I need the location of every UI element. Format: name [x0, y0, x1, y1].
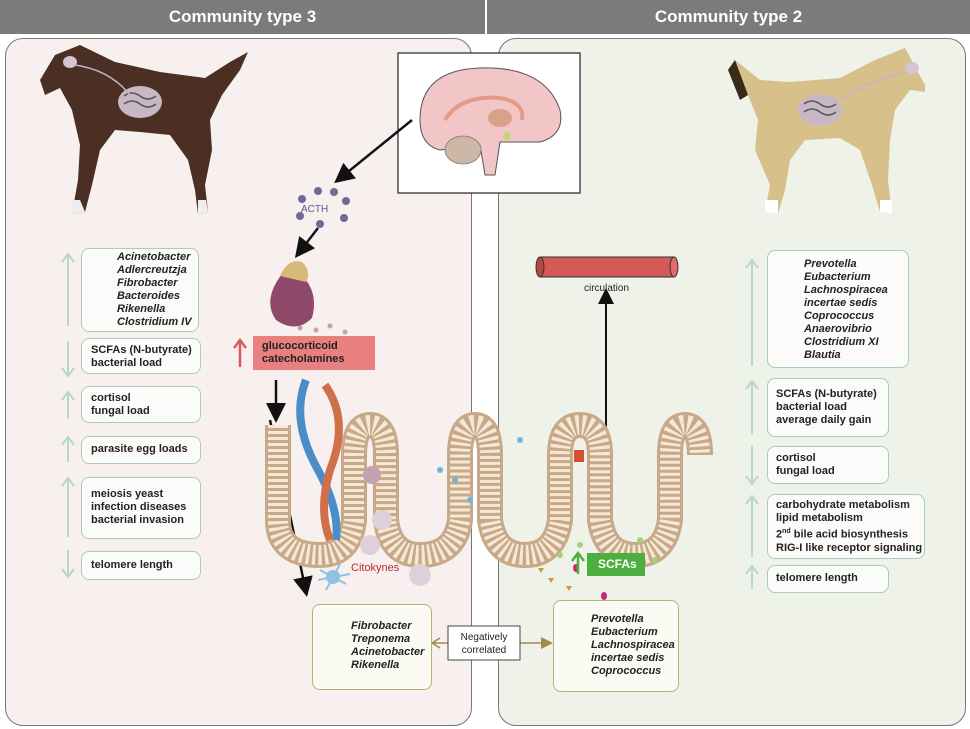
right-telomere-box	[767, 565, 889, 593]
line: fungal load	[91, 405, 150, 417]
acth-label: ACTH	[301, 204, 329, 215]
line: cortisol	[776, 452, 816, 464]
bottom-right-taxa-list: Prevotella Eubacterium Lachnospiracea in…	[591, 613, 675, 678]
left-meiosis-box	[81, 477, 201, 539]
scfa-label: SCFAs	[598, 557, 637, 571]
line: bacterial load	[91, 357, 162, 369]
left-meiosis-text: meiosis yeast infection diseases bacteri…	[91, 488, 186, 527]
line: lipid metabolism	[776, 512, 863, 524]
bile-acid-line: 2nd bile acid biosynthesis	[776, 525, 922, 542]
line: RIG-I like receptor signaling	[776, 541, 923, 554]
taxon: Rikenella	[351, 659, 400, 671]
left-scfa-box	[81, 338, 201, 374]
bottom-right-taxa-box	[553, 600, 679, 692]
acth-molecules	[296, 187, 350, 228]
taxon: Acinetobacter	[351, 646, 425, 658]
adrenal-kidney-illustration	[270, 261, 348, 335]
taxon: Prevotella	[591, 613, 644, 625]
left-taxa-box	[81, 248, 199, 332]
taxon: incertae sedis	[591, 652, 665, 664]
left-cortisol-text: cortisol fungal load	[91, 392, 150, 418]
right-metabolism-box	[767, 494, 925, 559]
line: meiosis yeast	[91, 488, 164, 500]
taxon: Coprococcus	[804, 310, 875, 322]
line: cortisol	[91, 392, 131, 404]
hormone-box	[253, 336, 375, 370]
right-scfa-text: SCFAs (N-butyrate) bacterial load averag…	[776, 388, 877, 427]
negcorr-line-2: correlated	[461, 645, 507, 656]
line: carbohydrate metabolism	[776, 499, 910, 511]
taxon: Lachnospiracea	[591, 639, 675, 651]
taxon: Fibrobacter	[351, 620, 412, 632]
ordinal-number: 2	[776, 528, 783, 541]
negatively-correlated-label: Negatively correlated	[448, 631, 520, 657]
line: bacterial invasion	[91, 514, 184, 526]
hormone-line-1: glucocorticoid	[262, 340, 338, 352]
bile-acid-text: bile acid biosynthesis	[790, 528, 909, 541]
acth-to-adrenal-arrow	[294, 227, 319, 258]
dark-foal-illustration	[40, 45, 248, 214]
left-parasite-box	[81, 436, 201, 464]
immune-cell-illustration	[317, 563, 351, 591]
taxon: incertae sedis	[804, 297, 878, 309]
left-telomere-text: telomere length	[91, 559, 173, 572]
header-community-type-2: Community type 2	[487, 0, 970, 34]
brain-illustration-box	[397, 52, 581, 194]
taxon: Treponema	[351, 633, 411, 645]
header-community-type-3: Community type 3	[0, 0, 485, 34]
citokynes-label: Citokynes	[351, 562, 400, 574]
taxon: Bacteroides	[117, 290, 180, 302]
taxon: Clostridium XI	[804, 336, 879, 348]
taxon: Anaerovibrio	[804, 323, 872, 335]
left-telomere-box	[81, 551, 201, 580]
taxon: Clostridium IV	[117, 316, 192, 328]
circulation-vessel	[535, 256, 679, 278]
bottom-left-taxa-box	[312, 604, 432, 690]
taxon: Coprococcus	[591, 665, 662, 677]
left-parasite-text: parasite egg loads	[91, 443, 188, 456]
taxon: Adlercreutzja	[117, 264, 187, 276]
hormone-label: glucocorticoid catecholamines	[262, 340, 345, 366]
line: parasite egg loads	[91, 443, 188, 455]
taxon: Eubacterium	[804, 271, 871, 283]
line: telomere length	[91, 559, 173, 571]
taxon: Eubacterium	[591, 626, 658, 638]
negcorr-line-1: Negatively	[460, 632, 508, 643]
line: telomere length	[776, 572, 858, 584]
bottom-left-taxa-list: Fibrobacter Treponema Acinetobacter Rike…	[351, 620, 424, 672]
right-cortisol-text: cortisol fungal load	[776, 452, 835, 478]
line: infection diseases	[91, 501, 187, 513]
taxon: Rikenella	[117, 303, 166, 315]
intestinal-villi-illustration	[265, 378, 713, 600]
left-trend-arrows	[61, 252, 75, 579]
line: SCFAs (N-butyrate)	[91, 344, 192, 356]
right-metabolism-text: carbohydrate metabolism lipid metabolism…	[776, 499, 922, 555]
light-foal-illustration	[728, 48, 925, 214]
right-taxa-list: Prevotella Eubacterium Lachnospiracea in…	[804, 258, 888, 362]
scfa-box	[587, 553, 645, 576]
right-cortisol-box	[767, 446, 889, 484]
hormone-line-2: catecholamines	[262, 353, 345, 365]
ordinal-suffix: nd	[782, 528, 791, 535]
line: average daily gain	[776, 414, 872, 426]
line: fungal load	[776, 465, 835, 477]
left-scfa-text: SCFAs (N-butyrate) bacterial load	[91, 344, 192, 370]
right-scfa-box	[767, 378, 889, 437]
left-taxa-list: Acinetobacter Adlercreutzja Fibrobacter …	[117, 251, 192, 329]
taxon: Acinetobacter	[117, 251, 191, 263]
left-cortisol-box	[81, 386, 201, 423]
line: SCFAs (N-butyrate)	[776, 388, 877, 400]
brain-to-acth-arrow	[334, 119, 413, 184]
circulation-label: circulation	[584, 283, 630, 294]
line: bacterial load	[776, 401, 847, 413]
taxon: Prevotella	[804, 258, 857, 270]
taxon: Blautia	[804, 349, 841, 361]
right-telomere-text: telomere length	[776, 572, 858, 585]
taxon: Fibrobacter	[117, 277, 178, 289]
right-trend-arrows	[745, 258, 759, 589]
negatively-correlated-box	[447, 625, 521, 661]
taxon: Lachnospiracea	[804, 284, 888, 296]
right-taxa-box	[767, 250, 909, 368]
